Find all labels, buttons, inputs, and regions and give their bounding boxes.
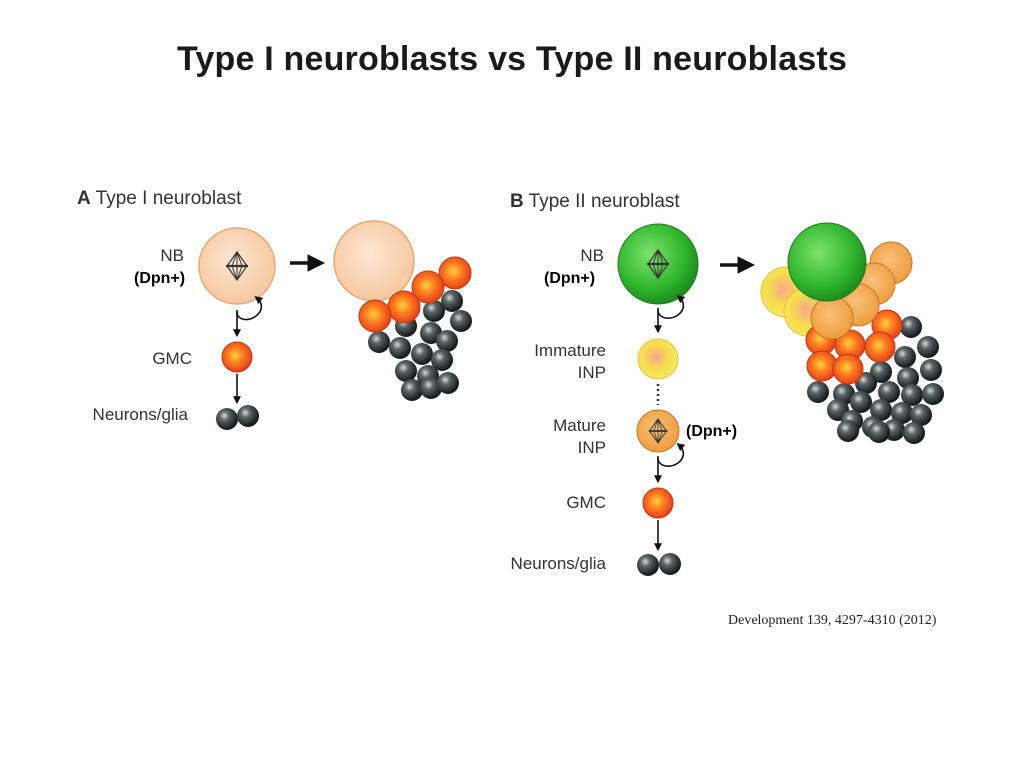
- panel-b-lineage: [617, 223, 755, 576]
- clone-neuron-cell: [431, 349, 453, 371]
- gmc-cell: [642, 487, 674, 519]
- clone-neuron-cell: [807, 381, 829, 403]
- panel-a-gmc-label: GMC: [152, 349, 192, 368]
- clone-neuron-cell: [868, 421, 890, 443]
- clone-neuron-cell: [870, 399, 892, 421]
- panel-b-nb-label: NB: [580, 246, 604, 265]
- panel-b-gmc-label: GMC: [566, 493, 606, 512]
- clone-neuron-cell: [917, 336, 939, 358]
- clone-neuroblast-cell: [787, 222, 867, 302]
- clone-neuron-cell: [900, 316, 922, 338]
- clone-neuron-cell: [910, 404, 932, 426]
- clone-neuron-cell: [411, 343, 433, 365]
- clone-neuron-cell: [368, 331, 390, 353]
- clone-gmc-cell: [411, 270, 445, 304]
- clone-neuron-cell: [894, 346, 916, 368]
- clone-neuroblast-cell: [333, 220, 415, 302]
- clone-neuron-cell: [901, 384, 923, 406]
- neuron-cell: [637, 554, 659, 576]
- panel-b-heading: B Type II neuroblast: [510, 191, 680, 213]
- immature-inp-label-line1: Immature: [534, 341, 606, 360]
- panel-a-nb-label: NB: [160, 246, 184, 265]
- clone-neuron-cell: [395, 360, 417, 382]
- clone-neuron-cell: [441, 290, 463, 312]
- clone-neuron-cell: [420, 377, 442, 399]
- citation: Development 139, 4297-4310 (2012): [728, 613, 937, 628]
- clone-neuron-cell: [401, 379, 423, 401]
- panel-b-nb-marker: (Dpn+): [544, 270, 596, 287]
- clone-gmc-cell: [438, 256, 472, 290]
- mature-inp-marker: (Dpn+): [686, 423, 738, 440]
- panel-b-clone: [760, 222, 944, 444]
- inp-self-renewal-arrow: [657, 442, 686, 467]
- panel-a-lineage: [198, 227, 325, 430]
- clone-neuron-cell: [922, 383, 944, 405]
- clone-gmc-cell: [864, 331, 896, 363]
- panel-a-nb-marker: (Dpn+): [134, 270, 186, 287]
- clone-neuron-cell: [850, 391, 872, 413]
- clone-mature-inp-cell: [810, 296, 854, 340]
- immature-inp-cell: [637, 338, 679, 380]
- neuron-cell: [659, 553, 681, 575]
- immature-inp-label-line2: INP: [577, 363, 606, 382]
- panel-b-title: Type II neuroblast: [528, 191, 680, 212]
- clone-neuron-cell: [891, 402, 913, 424]
- panel-a-clone: [333, 220, 472, 401]
- panel-a-heading: A Type I neuroblast: [77, 188, 241, 210]
- neuron-cell: [216, 408, 238, 430]
- clone-gmc-cell: [806, 350, 838, 382]
- neuron-cell: [237, 405, 259, 427]
- slide-title: Type I neuroblasts vs Type II neuroblast…: [176, 40, 848, 78]
- clone-neuron-cell: [437, 372, 459, 394]
- panel-a-title: Type I neuroblast: [95, 188, 242, 209]
- gmc-cell: [221, 341, 253, 373]
- clone-neuron-cell: [837, 420, 859, 442]
- clone-neuron-cell: [897, 367, 919, 389]
- mature-inp-label-line1: Mature: [553, 416, 606, 435]
- self-renewal-arrow: [657, 294, 686, 319]
- panel-a-letter: A: [77, 188, 91, 209]
- clone-neuron-cell: [450, 310, 472, 332]
- clone-neuron-cell: [920, 359, 942, 381]
- clone-gmc-cell: [358, 299, 392, 333]
- clone-gmc-cell: [832, 353, 864, 385]
- mature-inp-label-line2: INP: [577, 438, 606, 457]
- self-renewal-arrow: [236, 295, 264, 321]
- clone-neuron-cell: [878, 381, 900, 403]
- clone-gmc-cell: [387, 290, 421, 324]
- clone-neuron-cell: [389, 337, 411, 359]
- panel-b-neurons-label: Neurons/glia: [510, 554, 606, 573]
- panel-a-neurons-label: Neurons/glia: [92, 405, 188, 424]
- clone-neuron-cell: [423, 300, 445, 322]
- panel-b-letter: B: [510, 191, 524, 212]
- clone-neuron-cell: [436, 330, 458, 352]
- clone-neuron-cell: [903, 422, 925, 444]
